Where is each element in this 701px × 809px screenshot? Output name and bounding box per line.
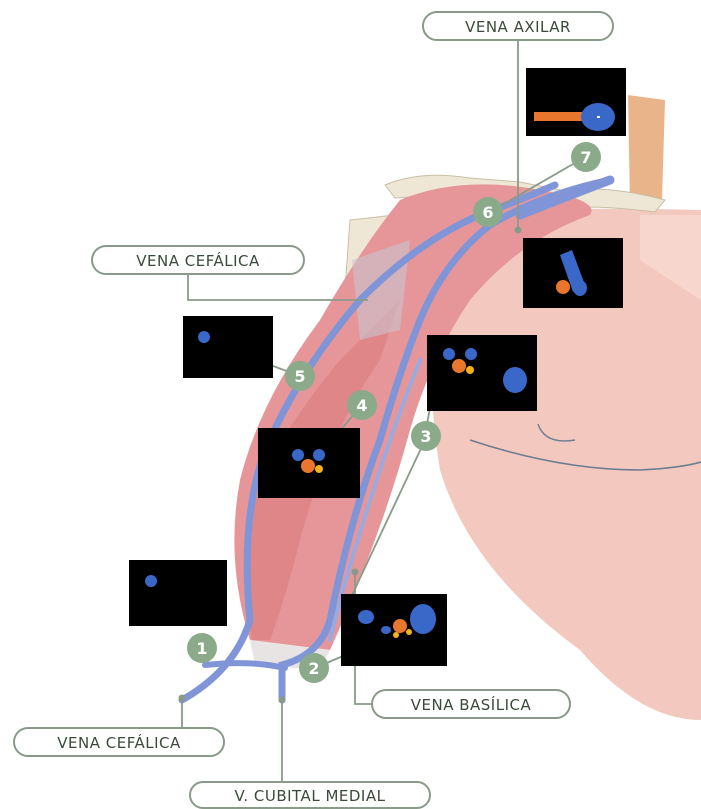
label-vena-cefalica-lower-text: VENA CEFÁLICA [57, 733, 181, 752]
us-inset-5 [183, 316, 273, 378]
marker-2: 2 [299, 653, 329, 683]
marker-2-text: 2 [308, 659, 319, 678]
marker-5-text: 5 [294, 367, 305, 386]
label-vena-axilar-text: VENA AXILAR [465, 18, 571, 36]
label-vena-cefalica-upper-text: VENA CEFÁLICA [136, 251, 260, 270]
label-vena-axilar: VENA AXILAR [423, 12, 613, 40]
leader-dot-axilar [515, 227, 522, 234]
label-vena-basilica: VENA BASÍLICA [372, 690, 570, 718]
leader-dot-cefalica-lower [179, 695, 186, 702]
us-inset-2 [341, 594, 447, 666]
leader-dot-basilica [352, 569, 359, 576]
median-cubital-vein [205, 663, 285, 668]
marker-3-text: 3 [420, 427, 431, 446]
marker-4: 4 [347, 390, 377, 420]
marker-7: 7 [571, 142, 601, 172]
marker-6: 6 [473, 197, 503, 227]
leader-dot-cubital [279, 697, 286, 704]
us-inset-3 [427, 335, 537, 411]
us-inset-6 [523, 238, 623, 308]
marker-6-text: 6 [482, 203, 493, 222]
label-vena-cefalica-upper: VENA CEFÁLICA [92, 246, 304, 274]
neck-detail [628, 95, 665, 205]
us-inset-7 [526, 68, 626, 136]
marker-1: 1 [187, 633, 217, 663]
label-v-cubital-medial: V. CUBITAL MEDIAL [190, 782, 430, 808]
marker-5: 5 [285, 361, 315, 391]
label-vena-cefalica-lower: VENA CEFÁLICA [14, 728, 224, 756]
label-v-cubital-medial-text: V. CUBITAL MEDIAL [235, 787, 386, 805]
us-inset-4 [258, 428, 360, 498]
label-vena-basilica-text: VENA BASÍLICA [411, 695, 532, 714]
marker-4-text: 4 [356, 396, 367, 415]
marker-3: 3 [411, 421, 441, 451]
us-inset-1 [129, 560, 227, 626]
marker-7-text: 7 [580, 148, 591, 167]
marker-1-text: 1 [196, 639, 207, 658]
